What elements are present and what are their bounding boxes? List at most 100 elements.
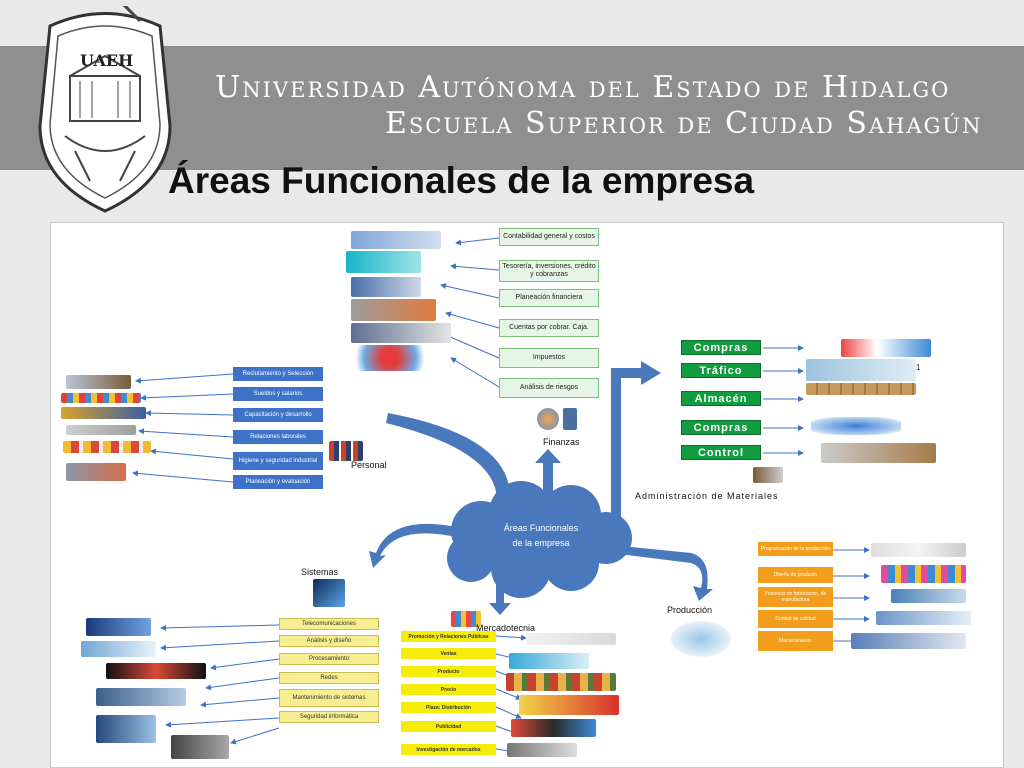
materiales-item: Control bbox=[681, 445, 761, 460]
personal-item: Relaciones laborales bbox=[233, 430, 323, 444]
header-banner bbox=[0, 46, 1024, 170]
materiales-label: Administración de Materiales bbox=[635, 491, 779, 501]
personal-label: Personal bbox=[351, 460, 387, 470]
uaeh-logo: UAEH bbox=[38, 6, 172, 213]
mercadotecnia-item: Ventas bbox=[401, 648, 496, 659]
materiales-image bbox=[811, 417, 901, 435]
mercadotecnia-item: Plaza: Distribución bbox=[401, 702, 496, 713]
materiales-image bbox=[806, 383, 916, 395]
finanzas-item: Tesorería, inversiones, crédito y cobran… bbox=[499, 260, 599, 282]
finanzas-item: Contabilidad general y costos bbox=[499, 228, 599, 246]
personal-item: Higiene y seguridad industrial bbox=[233, 452, 323, 470]
mercadotecnia-item: Investigación de mercados bbox=[401, 744, 496, 755]
personal-image bbox=[63, 441, 151, 453]
materiales-image bbox=[841, 339, 931, 357]
finanzas-item: Planeación financiera bbox=[499, 289, 599, 307]
produccion-item: Mantenimiento bbox=[758, 631, 833, 651]
finanzas-image bbox=[351, 231, 441, 249]
mercadotecnia-image bbox=[511, 719, 596, 737]
personal-image bbox=[61, 407, 146, 419]
produccion-item: Control de calidad bbox=[758, 610, 833, 628]
finanzas-item: Cuentas por cobrar. Caja. bbox=[499, 319, 599, 337]
mercadotecnia-image bbox=[506, 673, 616, 691]
mercadotecnia-image bbox=[519, 695, 619, 715]
produccion-image bbox=[881, 565, 966, 583]
finanzas-image bbox=[346, 251, 421, 273]
produccion-label: Producción bbox=[667, 605, 713, 615]
personal-item: Planeación y evaluación bbox=[233, 475, 323, 489]
arrow-to-materiales bbox=[611, 361, 661, 518]
mercadotecnia-image bbox=[507, 743, 577, 757]
sistemas-image bbox=[96, 688, 186, 706]
materiales-image bbox=[806, 359, 916, 381]
mercadotecnia-item: Publicidad bbox=[401, 721, 496, 732]
finanzas-image bbox=[351, 323, 451, 343]
arrow-to-mercadotecnia bbox=[489, 568, 511, 615]
mercadotecnia-item: Producto bbox=[401, 666, 496, 677]
produccion-item: Diseño de producto bbox=[758, 567, 833, 583]
sistemas-image bbox=[171, 735, 229, 759]
mind-map-panel: Áreas Funcionales de la empresa Contabil… bbox=[50, 222, 1004, 768]
personal-item: Sueldos y salarios bbox=[233, 387, 323, 401]
mercadotecnia-item: Precio bbox=[401, 684, 496, 695]
materiales-item: Compras bbox=[681, 420, 761, 435]
sistemas-item: Mantenimiento de sistemas bbox=[279, 689, 379, 707]
finanzas-item: Análisis de riesgos bbox=[499, 378, 599, 398]
finanzas-item: Impuestos bbox=[499, 348, 599, 368]
mercadotecnia-label: Mercadotecnia bbox=[476, 623, 536, 633]
produccion-image bbox=[851, 633, 966, 649]
sistemas-item: Telecomunicaciones bbox=[279, 618, 379, 630]
center-cloud bbox=[447, 481, 632, 598]
arrow-to-produccion bbox=[611, 545, 713, 601]
personal-icon bbox=[329, 441, 363, 461]
sistemas-item: Análisis y diseño bbox=[279, 635, 379, 647]
sistemas-item: Redes bbox=[279, 672, 379, 684]
mercadotecnia-icon bbox=[451, 611, 481, 627]
materiales-item: Compras bbox=[681, 340, 761, 355]
sistemas-label: Sistemas bbox=[301, 567, 339, 577]
personal-image bbox=[61, 393, 141, 403]
mercadotecnia-image bbox=[526, 633, 616, 645]
sistemas-item: Seguridad informática bbox=[279, 711, 379, 723]
arrow-to-sistemas bbox=[369, 523, 461, 568]
finanzas-icon bbox=[563, 408, 577, 430]
logo-text: UAEH bbox=[80, 51, 133, 70]
sistemas-image bbox=[106, 663, 206, 679]
sistemas-image bbox=[81, 641, 156, 657]
personal-item: Capacitación y desarrollo bbox=[233, 408, 323, 422]
sistemas-icon bbox=[313, 579, 345, 607]
connector-layer bbox=[132, 237, 870, 756]
materiales-item: Almacén bbox=[681, 391, 761, 406]
school-name: Escuela Superior de Ciudad Sahagún bbox=[385, 106, 983, 141]
finanzas-icon bbox=[537, 408, 559, 430]
mercadotecnia-image bbox=[509, 653, 589, 669]
sistemas-image bbox=[96, 715, 156, 743]
materiales-icon bbox=[753, 467, 783, 483]
finanzas-image bbox=[349, 345, 431, 371]
produccion-item: Programación de la producción bbox=[758, 542, 833, 556]
finanzas-image bbox=[351, 299, 436, 321]
personal-image bbox=[66, 425, 136, 435]
materiales-item: Tráfico bbox=[681, 363, 761, 378]
mercadotecnia-item: Promoción y Relaciones Públicas bbox=[401, 631, 496, 642]
personal-image bbox=[66, 463, 126, 481]
arrow-to-finanzas bbox=[535, 449, 561, 508]
produccion-item: Procesos de fabricación, de manufactura bbox=[758, 587, 833, 607]
finanzas-image bbox=[351, 277, 421, 297]
personal-item: Reclutamiento y Selección bbox=[233, 367, 323, 381]
sistemas-image bbox=[86, 618, 151, 636]
materiales-note: 1 bbox=[916, 363, 921, 372]
center-title-line2: de la empresa bbox=[512, 538, 570, 548]
sistemas-item: Procesamiento bbox=[279, 653, 379, 665]
produccion-image bbox=[891, 589, 966, 603]
arrow-to-personal bbox=[386, 413, 510, 508]
produccion-image bbox=[871, 543, 966, 557]
finanzas-label: Finanzas bbox=[543, 437, 580, 447]
materiales-image bbox=[821, 443, 936, 463]
personal-image bbox=[66, 375, 131, 389]
produccion-icon bbox=[671, 621, 731, 657]
center-title-line1: Áreas Funcionales bbox=[503, 523, 579, 533]
slide-title: Áreas Funcionales de la empresa bbox=[168, 160, 755, 201]
produccion-image bbox=[876, 611, 971, 625]
university-name: Universidad Autónoma del Estado de Hidal… bbox=[215, 70, 951, 105]
